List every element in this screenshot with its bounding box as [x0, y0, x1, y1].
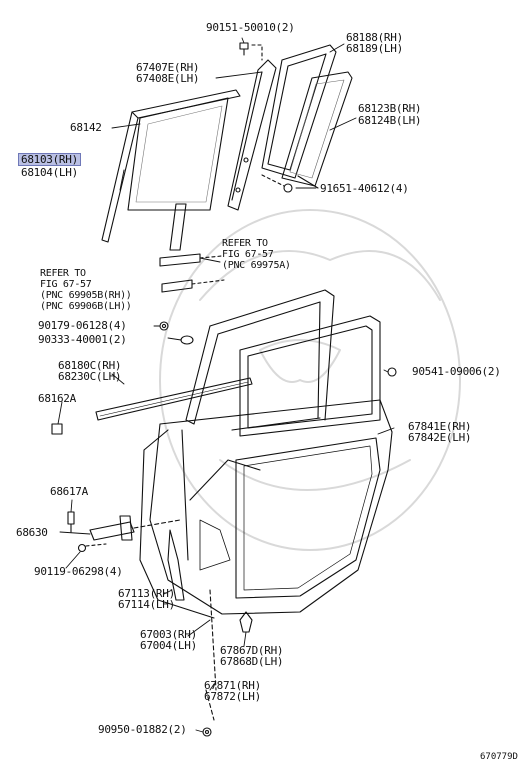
label-90179[interactable]: 90179-06128(4) — [38, 319, 127, 332]
label-67841e[interactable]: 67841E(RH) — [408, 420, 472, 433]
refer-note-2-line1: REFER TO — [40, 268, 86, 279]
bolt-90119 — [77, 543, 107, 553]
weatherstrip-68188 — [261, 44, 337, 179]
refer-note-1-line2: FIG 67-57 — [222, 249, 274, 260]
watermark-logo — [159, 209, 461, 551]
label-67408e[interactable]: 67408E(LH) — [136, 72, 200, 85]
label-67114[interactable]: 67114(LH) — [118, 598, 175, 611]
door-glass-68103 — [127, 97, 229, 211]
belt-moulding-68180C — [95, 377, 253, 421]
label-67867d[interactable]: 67867D(RH) — [220, 644, 284, 657]
label-68230c[interactable]: 68230C(LH) — [58, 370, 122, 383]
door-seal-67867D — [235, 437, 381, 599]
quarter-glass-68123B — [281, 71, 353, 189]
refer-note-2-line4[interactable]: (PNC 69906B(LH)) — [40, 301, 132, 312]
door-check-68630 — [89, 515, 181, 541]
label-90950[interactable]: 90950-01882(2) — [98, 723, 187, 736]
label-67113[interactable]: 67113(RH) — [118, 587, 175, 600]
latch-67113 — [167, 529, 185, 601]
label-68617a[interactable]: 68617A — [50, 485, 88, 498]
label-67004[interactable]: 67004(LH) — [140, 639, 197, 652]
weatherstrip-67871 — [205, 589, 217, 721]
label-90151[interactable]: 90151-50010(2) — [206, 21, 295, 34]
refer-note-2-line2: FIG 67-57 — [40, 279, 92, 290]
label-67872[interactable]: 67872(LH) — [204, 690, 261, 703]
refer-note-2-line3[interactable]: (PNC 69905B(RH)) — [40, 290, 132, 301]
grommet-90950 — [202, 727, 212, 737]
label-67868d[interactable]: 67868D(LH) — [220, 655, 284, 668]
label-68180c[interactable]: 68180C(RH) — [58, 359, 122, 372]
door-panel-67003 — [139, 399, 393, 619]
label-67003[interactable]: 67003(RH) — [140, 628, 197, 641]
bolt-90151 — [239, 42, 263, 61]
bolt-68617A — [67, 511, 75, 533]
label-67407e[interactable]: 67407E(RH) — [136, 61, 200, 74]
label-68189[interactable]: 68189(LH) — [346, 42, 403, 55]
regulator-bracket-ref — [159, 253, 225, 293]
label-68103[interactable]: 68103(RH) — [18, 153, 81, 166]
clip-67867 — [239, 611, 253, 633]
clip-68162A — [51, 423, 63, 435]
label-68123b[interactable]: 68123B(RH) — [358, 102, 422, 115]
grommet-90333 — [180, 335, 194, 345]
label-90541[interactable]: 90541-09006(2) — [412, 365, 501, 378]
leader-lines — [57, 37, 395, 733]
label-91651[interactable]: 91651-40612(4) — [320, 182, 409, 195]
label-68630[interactable]: 68630 — [16, 526, 48, 539]
label-90119[interactable]: 90119-06298(4) — [34, 565, 123, 578]
glass-channel — [169, 203, 197, 251]
glass-run-68142 — [101, 89, 241, 243]
label-68104[interactable]: 68104(LH) — [21, 166, 78, 179]
label-68162a[interactable]: 68162A — [38, 392, 76, 405]
refer-note-1-line3[interactable]: (PNC 69975A) — [222, 260, 291, 271]
label-68188[interactable]: 68188(RH) — [346, 31, 403, 44]
label-68124b[interactable]: 68124B(LH) — [358, 114, 422, 127]
label-90333[interactable]: 90333-40001(2) — [38, 333, 127, 346]
refer-note-1-line1: REFER TO — [222, 238, 268, 249]
figure-id: 670779D — [480, 752, 518, 762]
screw-91651 — [261, 174, 293, 193]
label-67842e[interactable]: 67842E(LH) — [408, 431, 472, 444]
division-bar-67407E — [227, 59, 277, 211]
label-67871[interactable]: 67871(RH) — [204, 679, 261, 692]
label-68142[interactable]: 68142 — [70, 121, 102, 134]
door-frame-weatherstrip — [185, 289, 335, 425]
